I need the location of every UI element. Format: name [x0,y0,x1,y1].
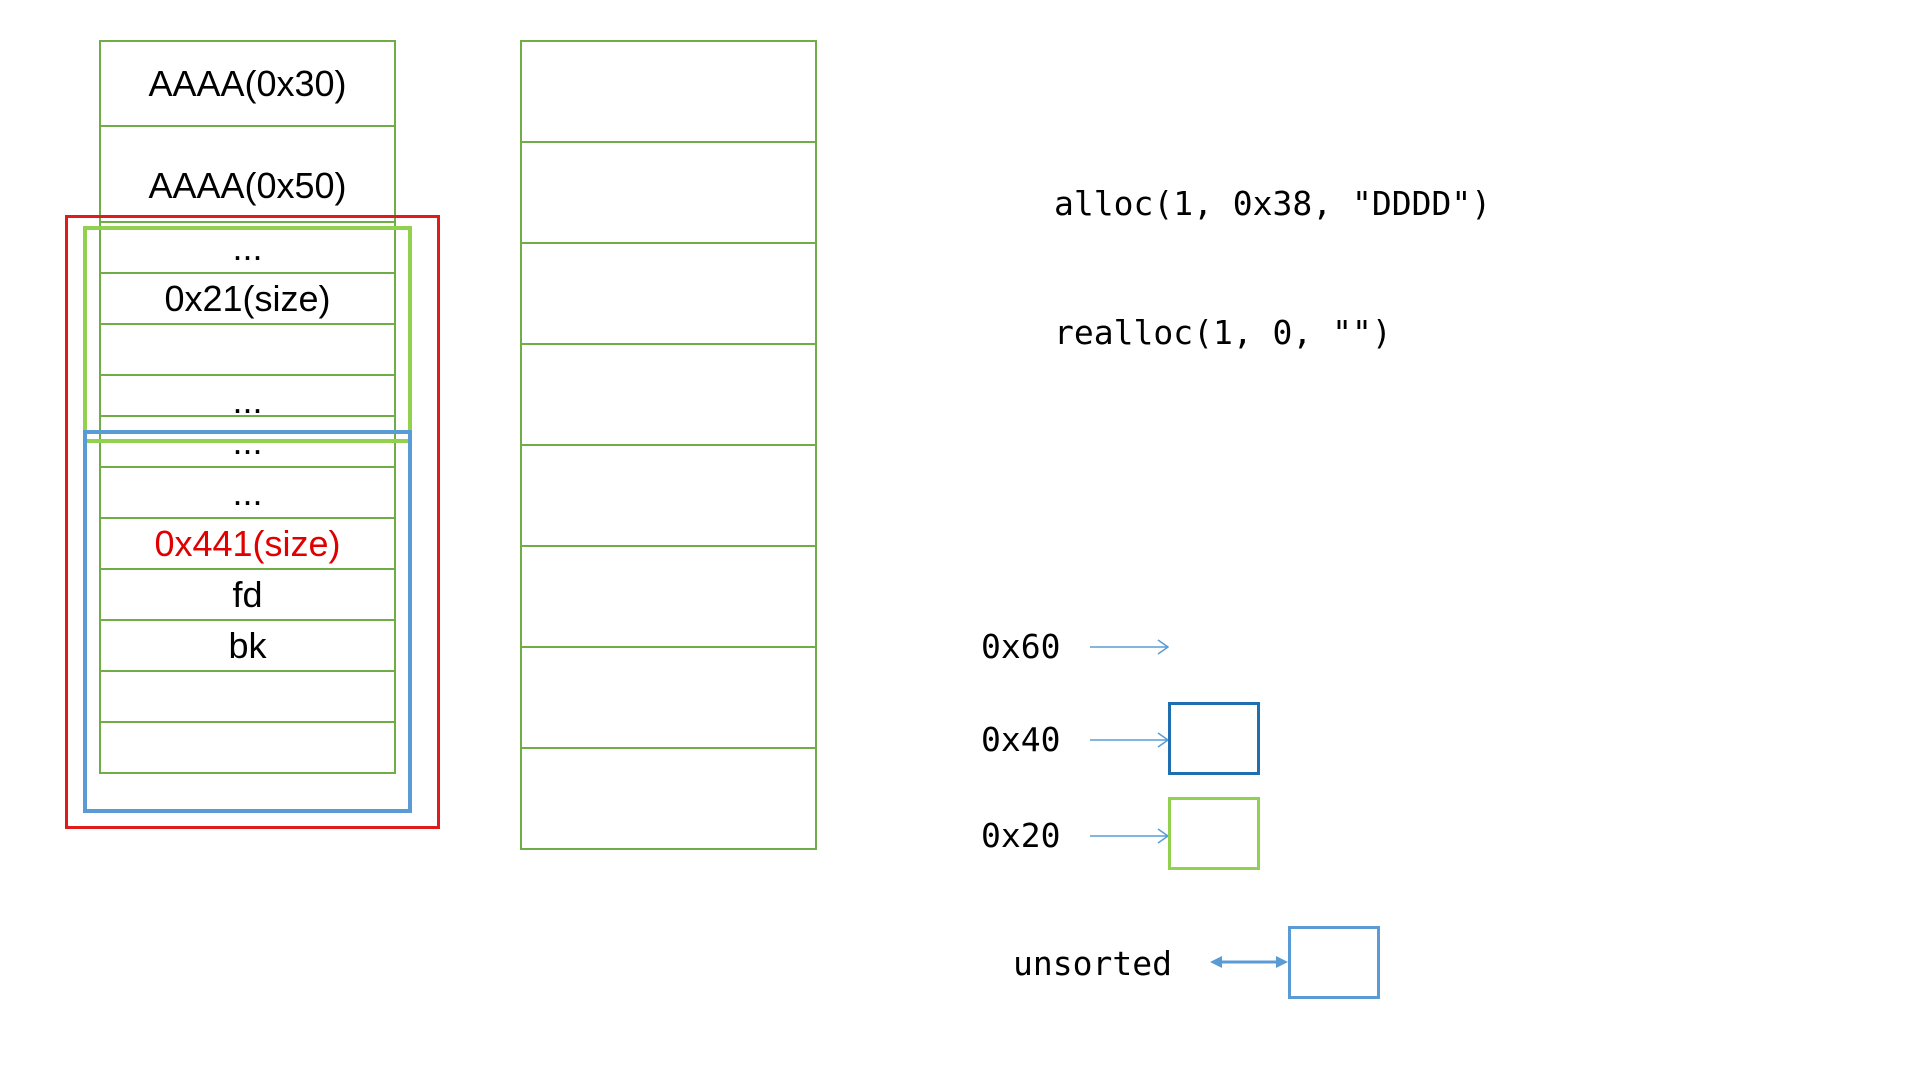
code-line-alloc: alloc(1, 0x38, "DDDD") [1054,184,1492,223]
bin-chunk-0x20 [1168,797,1260,870]
bin-label-0x20: 0x20 [981,816,1061,855]
code-line-realloc: realloc(1, 0, "") [1054,313,1392,352]
heap-cell-fd: fd [101,570,394,621]
heap-cell-size-0x441: 0x441(size) [101,519,394,570]
empty-slot [522,648,815,749]
red-chunk-frame [65,215,440,829]
double-arrow-icon [1210,956,1288,968]
heap-cell-aaaa-0x30: AAAA(0x30) [101,42,394,127]
empty-slot [522,345,815,446]
blue-chunk-frame [83,430,412,813]
bin-chunk-unsorted [1288,926,1380,999]
empty-slot [522,446,815,547]
heap-cell-empty [101,672,394,723]
heap-cell-ellipsis: ... [101,468,394,519]
empty-slot-column [520,40,817,850]
empty-slot [522,244,815,345]
heap-cell-size-0x21: 0x21(size) [101,274,394,325]
heap-cell-empty [101,325,394,376]
arrow-icon [1090,639,1170,655]
heap-memory-column: AAAA(0x30) AAAA(0x50) ... 0x21(size) ...… [99,40,396,774]
heap-cell-bk: bk [101,621,394,672]
empty-slot [522,42,815,143]
arrow-icon [1090,732,1170,748]
bin-chunk-0x40 [1168,702,1260,775]
code-snippet: alloc(1, 0x38, "DDDD") realloc(1, 0, "") [1054,96,1491,397]
heap-cell-empty [101,723,394,774]
heap-cell-ellipsis: ... [101,223,394,274]
green-chunk-frame [83,226,412,443]
arrow-icon [1090,828,1170,844]
bin-label-0x60: 0x60 [981,627,1061,666]
empty-slot [522,143,815,244]
heap-cell-ellipsis: ... [101,376,394,417]
bin-label-unsorted: unsorted [1013,944,1172,983]
heap-cell-aaaa-0x50: AAAA(0x50) [101,127,394,223]
bin-label-0x40: 0x40 [981,720,1061,759]
empty-slot [522,547,815,648]
empty-slot [522,749,815,850]
